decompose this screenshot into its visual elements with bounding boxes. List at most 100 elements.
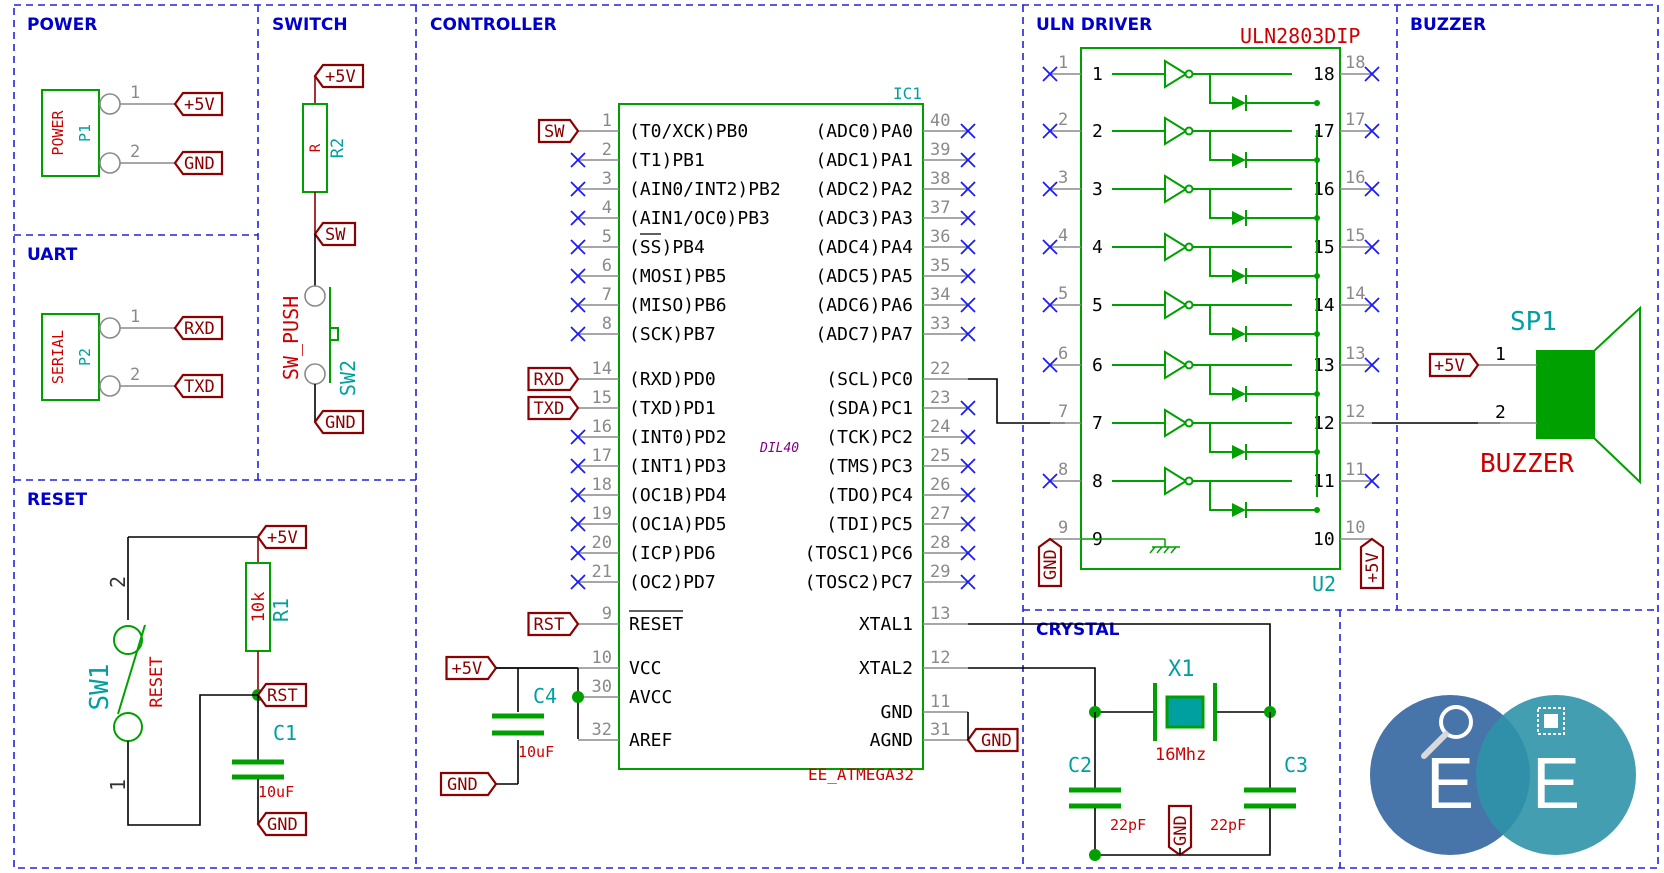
ic1-pin-7: 7(MISO)PB6 bbox=[570, 285, 727, 316]
ic1-pin-name: XTAL1 bbox=[859, 614, 913, 635]
ic1-pin-name: (ADC6)PA6 bbox=[815, 295, 913, 316]
ic1-pin-number: 34 bbox=[930, 285, 950, 305]
x1-ref: X1 bbox=[1168, 657, 1195, 682]
svg-text:GND: GND bbox=[981, 731, 1012, 751]
sp1-value: BUZZER bbox=[1480, 449, 1574, 479]
ic1-pin-name: (INT0)PD2 bbox=[629, 427, 727, 448]
ic1-pin-number: 23 bbox=[930, 388, 950, 408]
svg-text:RXD: RXD bbox=[184, 319, 215, 339]
no-connect-ic1-6 bbox=[570, 268, 586, 284]
net-label-crystal-gnd: GND bbox=[1167, 804, 1193, 857]
sw1-pin1: 1 bbox=[106, 779, 130, 791]
ic1-pin-37: 37(ADC3)PA3 bbox=[815, 198, 976, 229]
svg-text:TXD: TXD bbox=[184, 377, 215, 397]
ic1-pin-number: 3 bbox=[602, 169, 612, 189]
ic1-pin-number: 20 bbox=[592, 533, 612, 553]
uln-input-name: 1 bbox=[1092, 64, 1103, 85]
ic1-pin-number: 7 bbox=[602, 285, 612, 305]
no-connect-uln-1 bbox=[1042, 66, 1058, 82]
uln-output-name: 16 bbox=[1313, 179, 1335, 200]
uln-pin9-num: 9 bbox=[1058, 518, 1068, 538]
section-title-reset: RESET bbox=[27, 490, 88, 510]
magnifier-icon bbox=[1439, 705, 1473, 739]
ic1-pin-number: 37 bbox=[930, 198, 950, 218]
ic1-pin-name: (ADC7)PA7 bbox=[815, 324, 913, 345]
net-label-ic1-rst: RST bbox=[527, 611, 580, 637]
c4-ref: C4 bbox=[533, 684, 557, 708]
no-connect-ic1-4 bbox=[570, 210, 586, 226]
no-connect-uln-16 bbox=[1364, 181, 1380, 197]
power-connector-value: POWER bbox=[49, 109, 67, 155]
ic1-pin-number: 18 bbox=[592, 475, 612, 495]
ic1-pin-name: (TOSC2)PC7 bbox=[805, 572, 913, 593]
chip-icon bbox=[1537, 707, 1565, 735]
ic1-pin-29: 29(TOSC2)PC7 bbox=[805, 562, 976, 593]
ee-logo: E E bbox=[1370, 695, 1636, 855]
ic1-pin-name: (ICP)PD6 bbox=[629, 543, 716, 564]
ic1-pin-name: (SCL)PC0 bbox=[826, 369, 913, 390]
net-label-uln-gnd: GND bbox=[1037, 537, 1063, 588]
svg-text:+5V: +5V bbox=[325, 67, 356, 87]
ic1-pin-name: RESET bbox=[629, 614, 683, 635]
ic1-pin-name: (ADC4)PA4 bbox=[815, 237, 913, 258]
logo-letter-right: E bbox=[1532, 744, 1580, 824]
buzzer-sp1: 1 2 SP1 BUZZER bbox=[1478, 305, 1641, 485]
net-label-ic1-rxd: RXD bbox=[527, 366, 580, 392]
u2-value: ULN2803DIP bbox=[1240, 24, 1360, 48]
no-connect-ic1-7 bbox=[570, 297, 586, 313]
r2-ref: R2 bbox=[328, 138, 348, 158]
uln-input-name: 5 bbox=[1092, 295, 1103, 316]
svg-text:SW: SW bbox=[544, 122, 565, 142]
no-connect-ic1-40 bbox=[960, 123, 976, 139]
uln-output-number: 17 bbox=[1345, 110, 1365, 130]
ic1-pin-3: 3(AIN0/INT2)PB2 bbox=[570, 169, 781, 200]
svg-text:+5V: +5V bbox=[452, 659, 483, 679]
section-title-switch: SWITCH bbox=[272, 15, 348, 35]
ic1-pin-number: 15 bbox=[592, 388, 612, 408]
sw1-ref: SW1 bbox=[85, 664, 115, 711]
svg-text:+5V: +5V bbox=[1363, 552, 1383, 583]
ic1-pin-40: 40(ADC0)PA0 bbox=[815, 111, 976, 142]
uln-input-name: 6 bbox=[1092, 355, 1103, 376]
ic1-pin-name: GND bbox=[880, 702, 913, 723]
uln-channels: 1118182217173316164415155514146613137712… bbox=[1042, 53, 1380, 518]
ic1-pin-22: 22(SCL)PC0 bbox=[826, 359, 968, 390]
ic1-pin-name: VCC bbox=[629, 658, 662, 679]
svg-text:RXD: RXD bbox=[534, 370, 565, 390]
uln-output-name: 13 bbox=[1313, 355, 1335, 376]
power-pin1: 1 bbox=[130, 83, 140, 103]
uln-output-number: 13 bbox=[1345, 344, 1365, 364]
ic1-pin-6: 6(MOSI)PB5 bbox=[570, 256, 727, 287]
logo-letter-left: E bbox=[1426, 744, 1474, 824]
sw2-value: SW_PUSH bbox=[279, 296, 303, 380]
no-connect-ic1-5 bbox=[570, 239, 586, 255]
net-label-uart-rxd: RXD bbox=[173, 315, 224, 341]
svg-text:SW: SW bbox=[325, 225, 346, 245]
ic1-pin-number: 17 bbox=[592, 446, 612, 466]
ic1-pin-28: 28(TOSC1)PC6 bbox=[805, 533, 976, 564]
uart-pin2: 2 bbox=[130, 365, 140, 385]
ic1-pin-27: 27(TDI)PC5 bbox=[826, 504, 976, 535]
svg-text:GND: GND bbox=[325, 413, 356, 433]
ic1-pin-21: 21(OC2)PD7 bbox=[570, 562, 716, 593]
ic1-pin-name: (TOSC1)PC6 bbox=[805, 543, 913, 564]
power-connector-ref: P1 bbox=[76, 124, 94, 142]
buzzer-pin2: 2 bbox=[1495, 402, 1506, 423]
net-label-uln-5v: +5V bbox=[1359, 537, 1385, 590]
ic1-pin-number: 12 bbox=[930, 648, 950, 668]
ic1-pin-number: 13 bbox=[930, 604, 950, 624]
capacitor-c1: C1 10uF bbox=[232, 721, 297, 801]
uln-input-name: 7 bbox=[1092, 413, 1103, 434]
net-label-controller-gnd: GND bbox=[439, 771, 498, 797]
ic1-pin-name: (OC2)PD7 bbox=[629, 572, 716, 593]
uln-output-name: 15 bbox=[1313, 237, 1335, 258]
uln-input-number: 7 bbox=[1058, 402, 1068, 422]
ic1-pin-number: 9 bbox=[602, 604, 612, 624]
